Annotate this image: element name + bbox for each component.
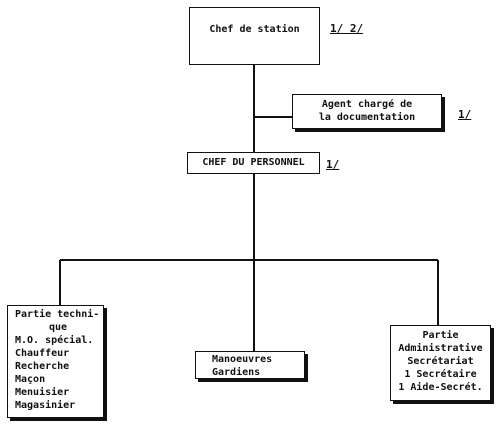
node-agent-doc-line-1: Agent chargé de (321, 99, 413, 110)
node-chef-station-label: Chef de station (209, 24, 300, 35)
node-agent-doc-line-2: la documentation (318, 112, 416, 123)
node-chef-personnel-label: CHEF DU PERSONNEL (202, 157, 305, 168)
node-partie-technique-line-8: Magasinier (15, 400, 76, 411)
node-manoeuvres-line-1: Manoeuvres (212, 354, 273, 365)
node-partie-technique-line-4: Chauffeur (15, 348, 70, 359)
node-partie-technique-line-3: M.O. spécial. (15, 335, 94, 346)
node-partie-technique-line-1: Partie techni- (15, 309, 100, 320)
node-partie-technique-line-5: Recherche (15, 361, 70, 372)
node-partie-technique-line-7: Menuisier (15, 387, 70, 398)
node-chef-personnel-note: 1/ (326, 158, 340, 171)
node-chef-station: Chef de station (189, 7, 320, 65)
node-agent-doc: Agent chargé de la documentation (292, 94, 442, 129)
node-agent-doc-note: 1/ (458, 108, 472, 121)
node-partie-admin: Partie Administrative Secrétariat 1 Secr… (390, 325, 491, 401)
node-chef-personnel: CHEF DU PERSONNEL (187, 152, 320, 174)
node-partie-admin-line-2: Administrative (398, 343, 483, 354)
node-partie-admin-line-4: 1 Secrétaire (404, 369, 477, 380)
node-partie-technique: Partie techni- que M.O. spécial. Chauffe… (7, 305, 104, 418)
node-partie-technique-line-2: que (49, 322, 68, 333)
node-partie-admin-line-1: Partie (422, 330, 459, 341)
node-chef-station-note: 1/ 2/ (330, 22, 364, 35)
node-partie-technique-line-6: Maçon (15, 374, 46, 385)
node-manoeuvres-line-2: Gardiens (212, 367, 261, 378)
node-partie-admin-line-5: 1 Aide-Secrét. (398, 382, 483, 393)
node-partie-admin-line-3: Secrétariat (407, 356, 474, 367)
node-manoeuvres: Manoeuvres Gardiens (195, 351, 305, 379)
